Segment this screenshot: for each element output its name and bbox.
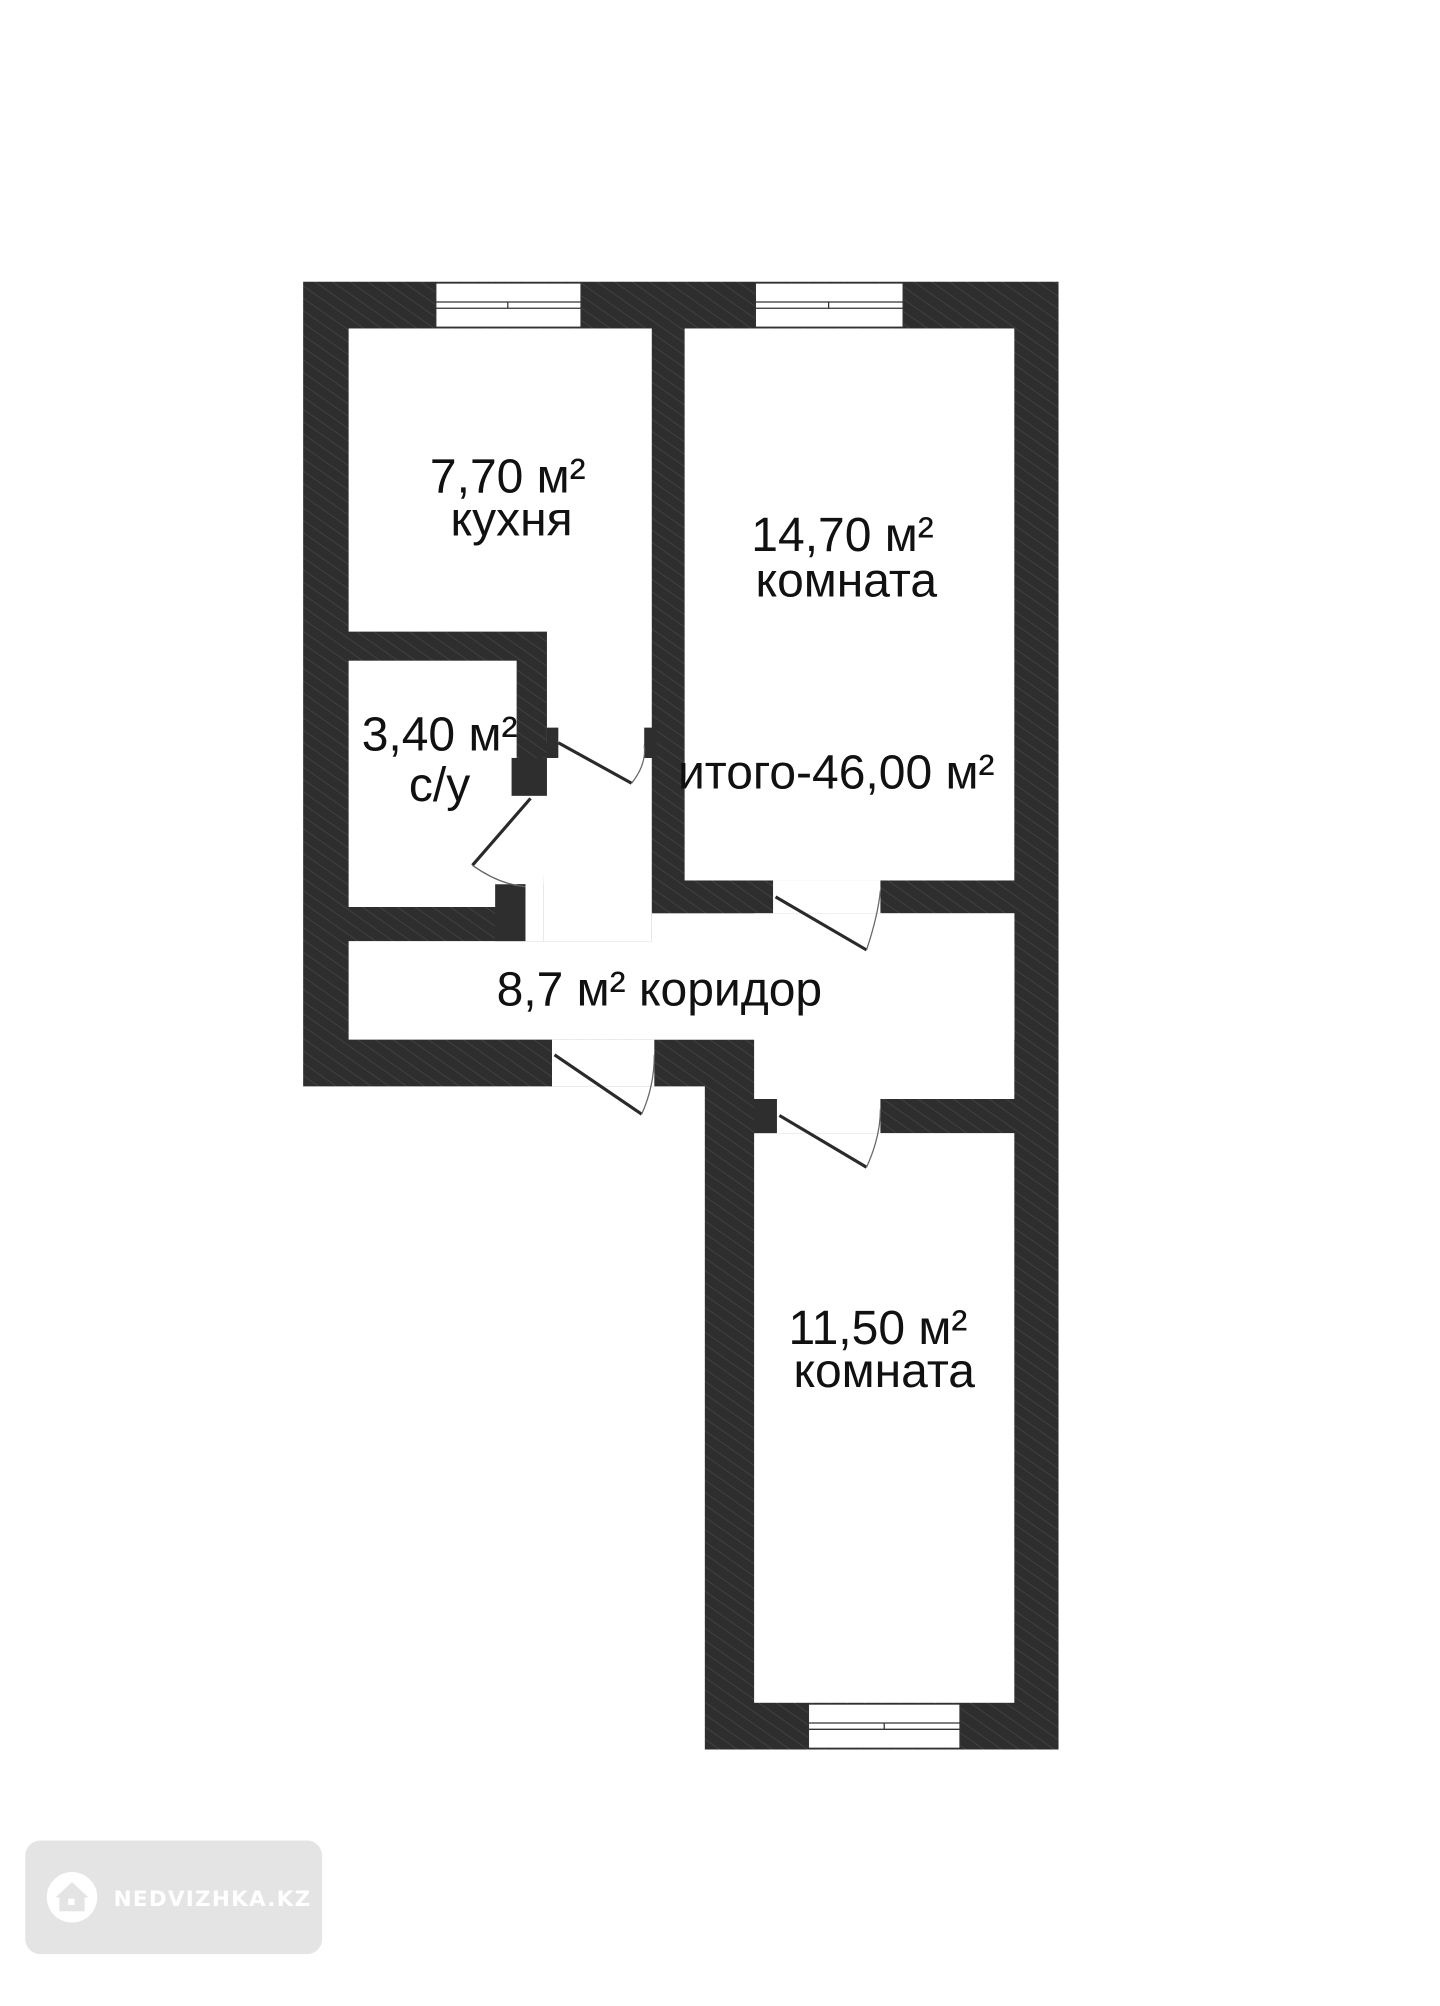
small-room-area: 11,50 м² <box>788 1302 967 1355</box>
small-room-door-gap <box>776 1099 881 1134</box>
large-room-floor <box>684 328 1015 881</box>
doors <box>471 741 882 1169</box>
bathroom-floor <box>348 660 517 907</box>
kitchen-name: кухня <box>451 494 573 547</box>
total-area: итого-46,00 м² <box>678 746 995 799</box>
kitchen-floor-ext <box>546 630 652 745</box>
watermark: NEDVIZHKA.KZ <box>25 1840 323 1955</box>
bathroom-area: 3,40 м² <box>362 708 518 761</box>
corridor-neck <box>543 757 652 942</box>
window-kitchen <box>435 282 582 328</box>
windows <box>435 282 961 1749</box>
large-room-name: комната <box>756 554 938 607</box>
corridor-neck-left <box>522 808 544 942</box>
window-large-room <box>754 282 904 328</box>
window-small-room <box>807 1703 961 1749</box>
large-room-area: 14,70 м² <box>751 509 933 562</box>
small-room-floor <box>754 1133 1015 1703</box>
corridor-floor-branch <box>754 913 1015 1099</box>
kitchen-area: 7,70 м² <box>430 451 586 504</box>
house-icon <box>46 1872 98 1923</box>
room-interiors <box>348 328 1015 1703</box>
corridor-label: 8,7 м² коридор <box>497 964 823 1017</box>
watermark-text: NEDVIZHKA.KZ <box>114 1887 312 1912</box>
bathroom-name: с/у <box>409 759 470 812</box>
door-jambs <box>495 727 777 1134</box>
large-room-door-gap <box>773 880 881 914</box>
small-room-name: комната <box>793 1345 975 1398</box>
kitchen-floor <box>348 328 652 632</box>
